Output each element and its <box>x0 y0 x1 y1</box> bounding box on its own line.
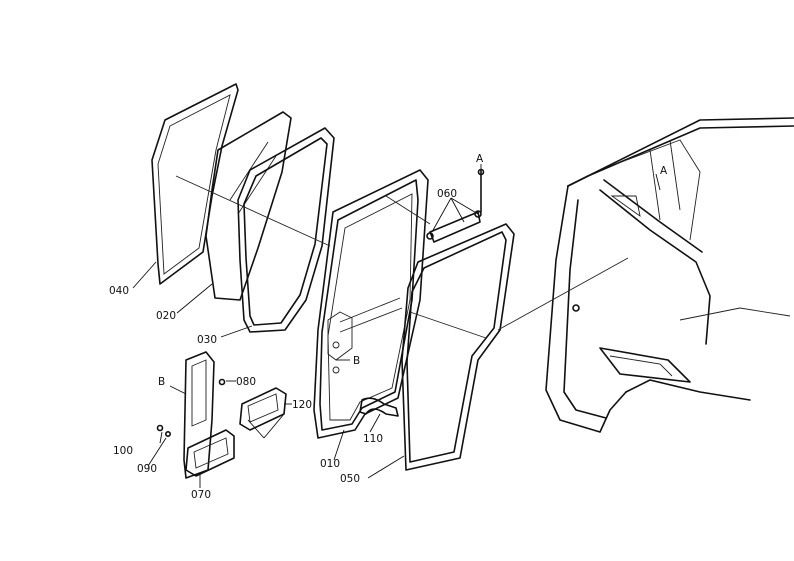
callout-020: 020 <box>156 310 176 322</box>
callout-040: 040 <box>109 285 129 297</box>
callout-080: 080 <box>236 376 256 388</box>
callout-010: 010 <box>320 458 340 470</box>
callout-050: 050 <box>340 473 360 485</box>
callout-110: 110 <box>363 433 383 445</box>
part-120-upper-tray <box>239 387 287 431</box>
alignment-lines <box>175 175 629 339</box>
part-110-handle <box>359 397 399 417</box>
part-mount-bracket <box>183 351 226 479</box>
reference-b-bracket: B <box>158 376 165 388</box>
callout-030: 030 <box>197 334 217 346</box>
cab-body <box>545 117 794 433</box>
part-070-lower-tray <box>185 429 235 477</box>
callout-120: 120 <box>292 399 312 411</box>
part-050-door-seal <box>401 223 515 471</box>
part-040-glass-panel <box>151 83 239 285</box>
callout-070: 070 <box>191 489 211 501</box>
leader-lines <box>132 164 661 488</box>
reference-b-door: B <box>353 355 360 367</box>
part-090-100-fasteners <box>156 424 172 437</box>
callout-labels: 010 020 030 040 050 060 070 080 090 100 … <box>109 153 668 501</box>
reference-a-cab: A <box>660 165 668 177</box>
callout-090: 090 <box>137 463 157 475</box>
callout-060: 060 <box>437 188 457 200</box>
part-030-seal-frame <box>237 127 335 333</box>
reference-a-hinge: A <box>476 153 484 165</box>
callout-100: 100 <box>113 445 133 457</box>
